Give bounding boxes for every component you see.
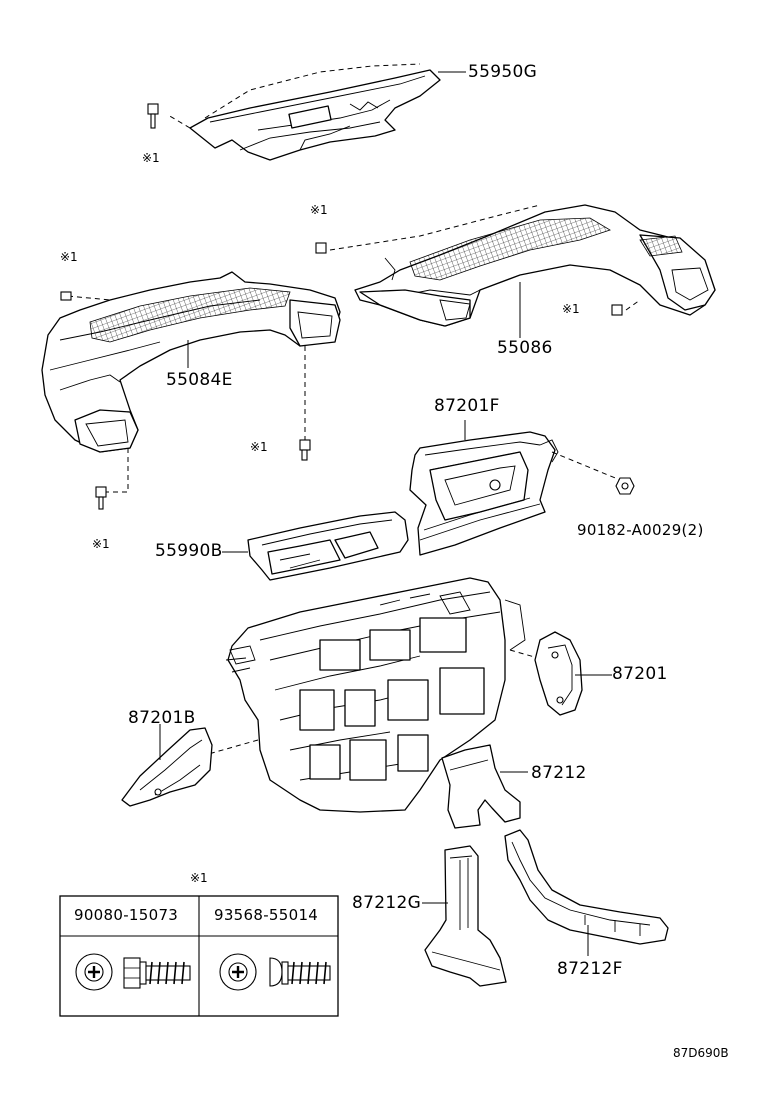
fastener-table-title: ※1: [190, 871, 208, 885]
label-87212F: 87212F: [557, 959, 623, 979]
part-87212G: [422, 845, 507, 987]
label-55086: 55086: [497, 338, 553, 358]
label-87212G: 87212G: [352, 893, 422, 913]
part-87201F: [409, 420, 626, 556]
fastener-icon: [60, 291, 311, 510]
ref-mark: ※1: [142, 151, 160, 165]
ref-mark: ※1: [92, 537, 110, 551]
label-55950G: 55950G: [468, 62, 538, 82]
fastener-icon: [147, 103, 159, 129]
ref-mark: ※1: [562, 302, 580, 316]
ref-mark: ※1: [60, 250, 78, 264]
flange-bolt-icon: [75, 953, 191, 991]
fastener-icon: [315, 242, 623, 316]
fastener-col-1: 90080-15073: [74, 906, 179, 924]
part-87201: [534, 631, 612, 716]
label-55990B: 55990B: [155, 541, 223, 561]
duct-55086: [329, 204, 716, 338]
heater-unit: [204, 577, 546, 813]
duct-55084E: [41, 271, 341, 493]
label-90182-A0029: 90182-A0029(2): [577, 521, 704, 539]
part-55990B: [222, 511, 409, 581]
label-55084E: 55084E: [166, 370, 233, 390]
part-87201B: [121, 724, 213, 807]
label-87212: 87212: [531, 763, 587, 783]
fastener-table-frame: [59, 895, 339, 1017]
ref-mark: ※1: [310, 203, 328, 217]
nut-icon: [615, 477, 635, 495]
label-87201F: 87201F: [434, 396, 500, 416]
pan-bolt-icon: [219, 953, 331, 991]
label-87201B: 87201B: [128, 708, 196, 728]
part-87212: [441, 744, 528, 829]
ref-mark: ※1: [250, 440, 268, 454]
fastener-col-2: 93568-55014: [214, 906, 319, 924]
duct-55950G: [167, 63, 466, 161]
drawing-code: 87D690B: [673, 1046, 729, 1060]
part-87212F: [504, 829, 669, 956]
label-87201: 87201: [612, 664, 668, 684]
